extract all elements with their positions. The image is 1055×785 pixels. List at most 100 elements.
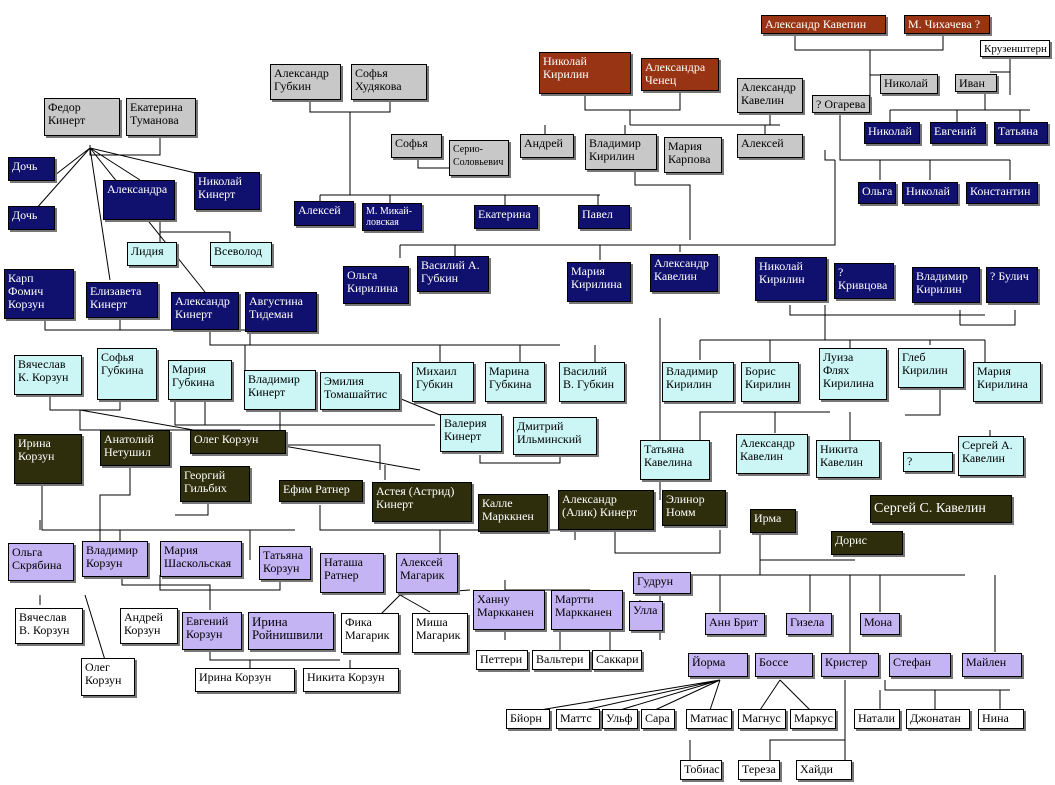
person-node-nikolay_k1[interactable]: Николай [880, 74, 938, 94]
person-node-oskryabina[interactable]: Ольга Скрябина [8, 543, 74, 581]
person-node-mimagarik[interactable]: Миша Магарик [412, 613, 468, 653]
person-node-iroynishvili[interactable]: Ирина Ройнишвили [248, 612, 334, 650]
person-node-okorzun2[interactable]: Олег Корзун [81, 658, 135, 696]
person-node-ikorzun2[interactable]: Ирина Корзун [195, 668, 295, 692]
person-node-ekaterina_k[interactable]: Екатерина [474, 205, 538, 229]
person-node-matias[interactable]: Матиас [686, 709, 732, 729]
person-node-okorzun[interactable]: Олег Корзун [190, 430, 286, 454]
person-node-sskavelin[interactable]: Сергей С. Кавелин [870, 495, 1012, 523]
person-node-ulf[interactable]: Ульф [602, 709, 638, 729]
person-node-eratner[interactable]: Ефим Ратнер [279, 480, 363, 502]
person-node-fmagarik[interactable]: Фика Магарик [341, 613, 399, 653]
person-node-ekorzun[interactable]: Евгений Корзун [182, 612, 242, 650]
person-node-vvgubkin[interactable]: Василий В. Губкин [559, 362, 625, 402]
person-node-mchikhacheva[interactable]: М. Чихачева ? [904, 15, 990, 34]
person-node-aleksey_g[interactable]: Алексей [294, 201, 354, 226]
person-node-sakavelin[interactable]: Сергей А. Кавелин [958, 436, 1024, 476]
person-node-ivan[interactable]: Иван [955, 74, 997, 92]
person-node-ggilbikh[interactable]: Георгий Гильбих [180, 466, 250, 502]
person-node-akavelin_sr[interactable]: Александр Кавепин [761, 15, 886, 34]
person-node-achenets[interactable]: Александра Ченец [641, 58, 719, 91]
person-node-akavelin2[interactable]: Александр Кавелин [737, 78, 803, 113]
person-node-nikolay_kr[interactable]: Николай [864, 122, 920, 144]
person-node-akavelin3[interactable]: Александр Кавелин [650, 254, 718, 292]
person-node-annbrit[interactable]: Анн Брит [705, 613, 765, 635]
person-node-mkirilina1[interactable]: Мария Кирилина [567, 262, 631, 302]
person-node-vkirilin3[interactable]: Владимир Кирилин [662, 362, 734, 402]
person-node-akinert4[interactable]: Александр (Алик) Кинерт [558, 490, 654, 530]
person-node-vsevolod[interactable]: Всеволод [210, 242, 272, 266]
person-node-vkorzun3[interactable]: Вячеслав В. Корзун [15, 608, 83, 644]
person-node-natali[interactable]: Натали [854, 709, 900, 729]
person-node-kruzenshtern[interactable]: Крузенштерн [980, 40, 1050, 57]
person-node-nkirilin2[interactable]: Николай Кирилин [755, 257, 827, 301]
person-node-nikolay_kv[interactable]: Николай [902, 182, 958, 204]
person-node-agubkin_sr[interactable]: Александр Губкин [270, 64, 341, 100]
person-node-tereza[interactable]: Тереза [738, 760, 780, 780]
person-node-vkirilin1[interactable]: Владимир Кирилин [585, 134, 657, 170]
person-node-valtteri[interactable]: Вальтери [532, 650, 590, 670]
person-node-krivtsova[interactable]: ? Кривцова [834, 263, 894, 299]
person-node-vkirilin2[interactable]: Владимир Кирилин [912, 267, 980, 303]
person-node-nkavelin[interactable]: Никита Кавелин [816, 440, 880, 478]
person-node-doch1[interactable]: Дочь [8, 157, 55, 181]
person-node-nkinert[interactable]: Николай Кинерт [194, 172, 260, 210]
person-node-ulla[interactable]: Улла [629, 601, 663, 631]
person-node-gkirilin[interactable]: Глеб Кирилин [898, 348, 964, 388]
person-node-aleksandra_k[interactable]: Александра [103, 180, 175, 220]
person-node-petteri[interactable]: Петтери [476, 650, 528, 670]
person-node-byorn[interactable]: Бйорн [506, 709, 550, 729]
person-node-yorma[interactable]: Йорма [688, 653, 748, 677]
person-node-sakkari[interactable]: Саккари [592, 650, 642, 670]
person-node-shudyakova[interactable]: Софья Худякова [351, 64, 427, 100]
person-node-vkinert[interactable]: Владимир Кинерт [244, 370, 316, 410]
person-node-amagarik[interactable]: Алексей Магарик [396, 553, 458, 593]
person-node-kkorzun[interactable]: Карп Фомич Корзун [4, 269, 74, 319]
person-node-olga_kv[interactable]: Ольга [858, 182, 896, 204]
person-node-tobias[interactable]: Тобиас [680, 760, 722, 780]
person-node-okirilina[interactable]: Ольга Кирилина [343, 266, 409, 304]
person-node-doris[interactable]: Дорис [831, 531, 903, 555]
person-node-seryo[interactable]: Серио- Соловьевич [449, 140, 509, 176]
person-node-pavel_k[interactable]: Павел [578, 205, 630, 229]
person-node-mgubkina[interactable]: Мария Губкина [168, 360, 232, 400]
person-node-mshaskolskaya[interactable]: Мария Шаскольская [160, 541, 242, 577]
person-node-etomashaytis[interactable]: Эмилия Томашайтис [320, 372, 400, 410]
person-node-akinert3[interactable]: Астея (Астрид) Кинерт [372, 482, 472, 522]
person-node-konstantin_kv[interactable]: Константин [966, 182, 1038, 204]
person-node-tkavelina[interactable]: Татьяна Кавелина [640, 440, 710, 480]
person-node-andrey_k[interactable]: Андрей [520, 134, 574, 158]
person-node-stefan[interactable]: Стефан [889, 653, 951, 677]
person-node-mmikhay[interactable]: М. Микай- ловская [362, 203, 422, 231]
person-node-bkirilin[interactable]: Борис Кирилин [741, 362, 799, 402]
person-node-sara[interactable]: Сара [641, 709, 675, 729]
person-node-bulich[interactable]: ? Булич [986, 267, 1038, 303]
person-node-gizela[interactable]: Гизела [786, 613, 832, 635]
person-node-atideman[interactable]: Августина Тидеман [245, 292, 317, 332]
person-node-enomm[interactable]: Элинор Номм [662, 490, 726, 526]
person-node-mgubkina2[interactable]: Марина Губкина [485, 362, 545, 402]
person-node-irma[interactable]: Ирма [750, 509, 796, 533]
person-node-mkirilina2[interactable]: Мария Кирилина [973, 362, 1041, 402]
person-node-akavelin4[interactable]: Александр Кавелин [736, 434, 808, 474]
person-node-akorzun[interactable]: Андрей Корзун [120, 608, 178, 644]
person-node-fkinert[interactable]: Федор Кинерт [44, 98, 120, 136]
person-node-krister[interactable]: Кристер [821, 653, 879, 677]
person-node-ikorzun[interactable]: Ирина Корзун [14, 434, 82, 484]
person-node-mona[interactable]: Мона [860, 613, 900, 635]
person-node-markus[interactable]: Маркус [790, 709, 836, 729]
person-node-lfkirilina[interactable]: Луиза Флях Кирилина [819, 348, 887, 400]
person-node-ekinert[interactable]: Елизавета Кинерт [86, 282, 158, 318]
person-node-maylen[interactable]: Майлен [962, 653, 1022, 677]
person-node-evgeniy_kr[interactable]: Евгений [930, 122, 986, 144]
person-node-dzhonatan[interactable]: Джонатан [906, 709, 970, 729]
person-node-vgubkin_a[interactable]: Василий А. Губкин [417, 256, 489, 292]
person-node-q_kav[interactable]: ? [903, 452, 953, 472]
person-node-doch2[interactable]: Дочь [8, 206, 55, 230]
person-node-bosse[interactable]: Боссе [755, 653, 813, 677]
person-node-lidiya[interactable]: Лидия [127, 242, 177, 266]
person-node-kmarkkanen[interactable]: Калле Марккнен [478, 494, 548, 532]
person-node-aleksey_kv[interactable]: Алексей [737, 134, 803, 158]
person-node-dilminskiy[interactable]: Дмитрий Ильминский [513, 417, 597, 455]
person-node-gudrun[interactable]: Гудрун [633, 572, 691, 594]
